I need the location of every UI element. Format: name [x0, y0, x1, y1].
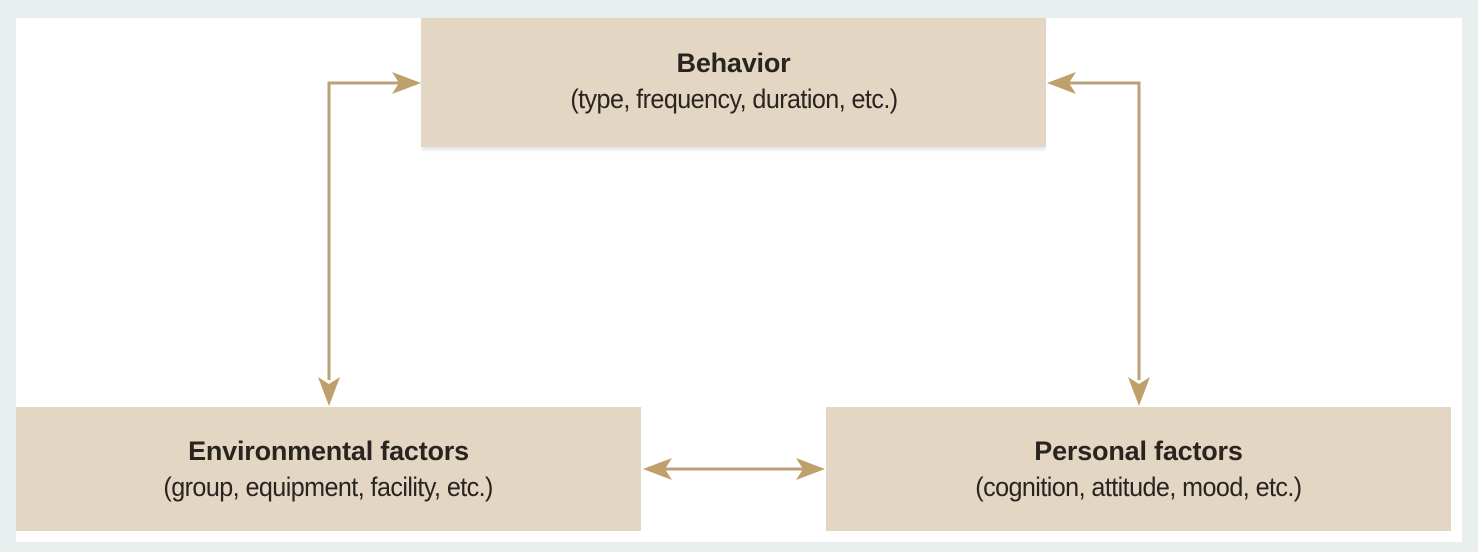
- node-personal-factors: Personal factors (cognition, attitude, m…: [826, 407, 1451, 531]
- node-title: Personal factors: [1034, 436, 1243, 466]
- node-behavior: Behavior (type, frequency, duration, etc…: [421, 18, 1046, 147]
- node-title: Environmental factors: [188, 436, 469, 466]
- node-subtitle: (type, frequency, duration, etc.): [569, 83, 898, 114]
- node-subtitle: (group, equipment, facility, etc.): [163, 472, 494, 502]
- node-subtitle: (cognition, attitude, mood, etc.): [975, 472, 1302, 502]
- node-title: Behavior: [676, 47, 791, 78]
- node-environmental-factors: Environmental factors (group, equipment,…: [16, 407, 641, 531]
